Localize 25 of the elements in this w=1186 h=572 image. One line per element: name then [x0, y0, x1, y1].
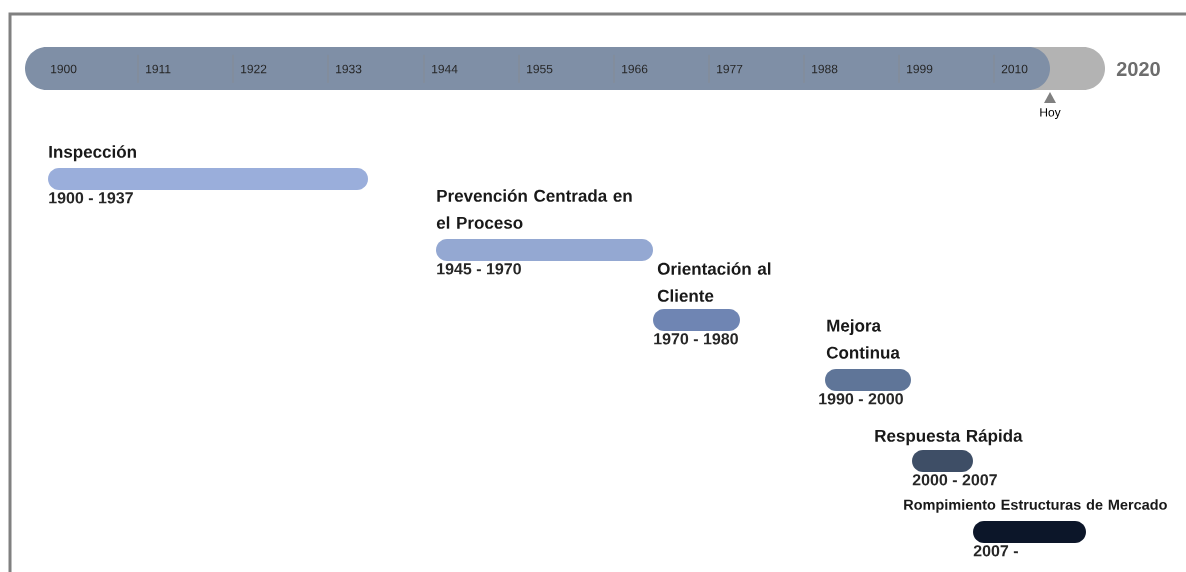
year-label: 1999 [907, 64, 933, 74]
year-label: 1944 [432, 64, 458, 74]
date-range: 2000 - 2007 [912, 474, 997, 486]
phase-title: Mejora Continua [826, 319, 900, 359]
year-label: 1955 [527, 64, 553, 74]
end-year-label: 2020 [1116, 61, 1160, 77]
phase-title: Orientación al Cliente [657, 262, 771, 302]
year-label: 1988 [812, 64, 838, 74]
phase-title: Rompimiento Estructuras de Mercado [904, 499, 1167, 513]
year-label: 1977 [717, 64, 743, 74]
date-range: 1970 - 1980 [654, 333, 738, 345]
year-label: 1922 [241, 64, 267, 74]
phase-title: Inspección [49, 145, 136, 162]
date-range: 1990 - 2000 [819, 393, 903, 405]
phase-title: Respuesta Rápida [875, 429, 1023, 446]
year-label: 1966 [622, 64, 648, 74]
year-label: 1933 [336, 64, 362, 74]
date-range: 1945 - 1970 [437, 263, 521, 275]
year-label: 2010 [1001, 64, 1028, 74]
date-range: 1900 - 1937 [49, 192, 133, 204]
today-label: Hoy [1040, 108, 1061, 119]
year-label: 1900 [51, 64, 77, 74]
year-label: 1911 [146, 64, 171, 74]
date-range: 2007 - [973, 545, 1018, 557]
phase-title: Prevención Centrada en el Proceso [436, 189, 632, 229]
